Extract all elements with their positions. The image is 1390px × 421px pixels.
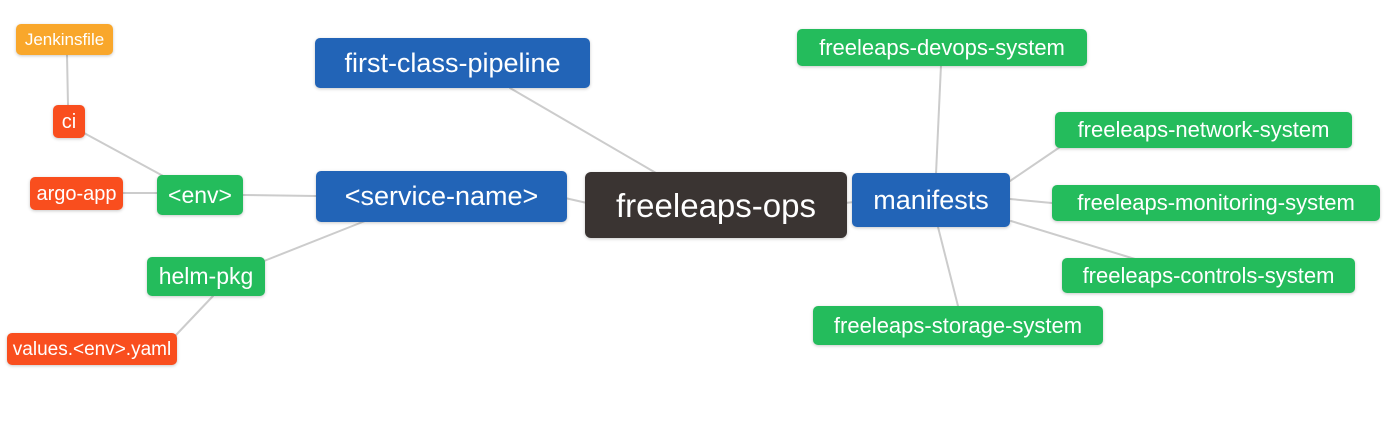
edge-helm-pkg-values [175,295,214,336]
edge-ci-env [83,132,166,178]
node-freeleaps-storage-system[interactable]: freeleaps-storage-system [813,306,1103,345]
edge-manifests-monitoring-system [1009,198,1053,204]
node-manifests[interactable]: manifests [852,173,1010,227]
edge-env-service-name [242,194,317,197]
node-env[interactable]: <env> [157,175,243,215]
node-helm-pkg[interactable]: helm-pkg [147,257,265,296]
node-argo-app[interactable]: argo-app [30,177,123,210]
node-freeleaps-monitoring-system[interactable]: freeleaps-monitoring-system [1052,185,1380,221]
node-jenkinsfile[interactable]: Jenkinsfile [16,24,113,55]
node-freeleaps-ops[interactable]: freeleaps-ops [585,172,847,238]
node-freeleaps-devops-system[interactable]: freeleaps-devops-system [797,29,1087,66]
edge-manifests-devops-system [935,64,942,175]
node-ci[interactable]: ci [53,105,85,138]
edge-pipeline-freeleaps-ops [509,87,657,174]
edge-service-name-freeleaps-ops [564,197,588,204]
edge-manifests-network-system [1009,146,1061,182]
edge-service-name-helm-pkg [263,220,366,262]
edge-manifests-controls-system [1010,220,1136,260]
node-values-env-yaml[interactable]: values.<env>.yaml [7,333,177,365]
node-service-name[interactable]: <service-name> [316,171,567,222]
node-freeleaps-network-system[interactable]: freeleaps-network-system [1055,112,1352,148]
edge-jenkinsfile-ci [66,54,69,106]
node-freeleaps-controls-system[interactable]: freeleaps-controls-system [1062,258,1355,293]
node-first-class-pipeline[interactable]: first-class-pipeline [315,38,590,88]
edge-manifests-storage-system [937,226,959,307]
